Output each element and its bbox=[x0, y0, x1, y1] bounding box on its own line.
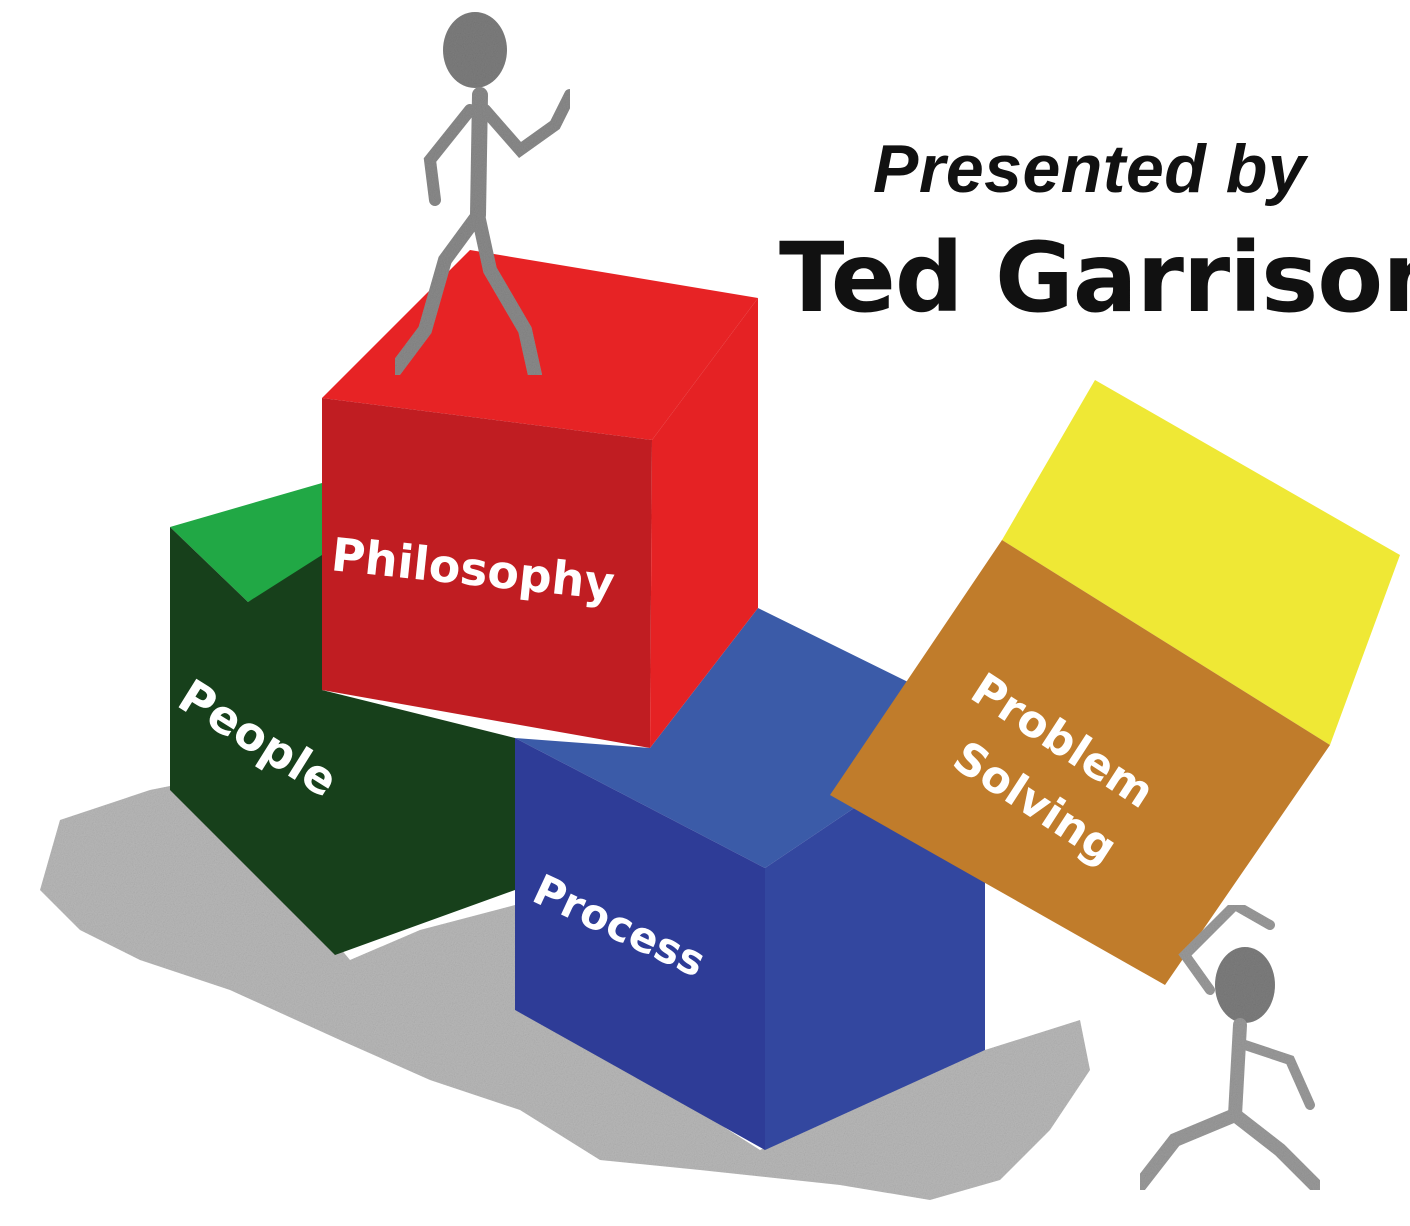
lifting-figure-arm bbox=[1178, 898, 1275, 995]
stick-figure-standing bbox=[388, 12, 576, 382]
stick-figure-lifting bbox=[1133, 898, 1327, 1197]
presented-by-text: Presented by bbox=[873, 131, 1307, 207]
lifting-figure-leg-left bbox=[1133, 1108, 1242, 1192]
standing-figure-head bbox=[443, 12, 507, 88]
people-block-front bbox=[170, 527, 515, 955]
standing-figure-leg-left bbox=[388, 208, 485, 377]
problem-solving-block-top bbox=[1002, 380, 1400, 745]
process-block-front bbox=[515, 738, 765, 1150]
people-block-top bbox=[170, 483, 322, 602]
lifting-figure-arm-right bbox=[1240, 1040, 1315, 1110]
problem-solving-block-front bbox=[830, 540, 1330, 985]
ground-shadow bbox=[40, 780, 1090, 1200]
lifting-figure-head bbox=[1215, 947, 1275, 1023]
standing-figure-leg-right bbox=[471, 208, 542, 382]
process-block-top bbox=[515, 608, 985, 868]
lifting-figure-body bbox=[1228, 1018, 1247, 1122]
standing-figure-arm-left bbox=[423, 104, 476, 206]
problem-solving-block: Problem Solving bbox=[830, 380, 1400, 985]
philosophy-block-front bbox=[322, 398, 652, 748]
presenter-name: Ted Garrison bbox=[779, 222, 1410, 334]
philosophy-block: Philosophy bbox=[322, 250, 758, 748]
standing-figure-arm-right bbox=[479, 89, 576, 159]
standing-figure-body bbox=[470, 87, 488, 223]
philosophy-block-side bbox=[650, 298, 758, 748]
lifting-figure-leg-right bbox=[1228, 1108, 1327, 1197]
people-block: People bbox=[169, 483, 515, 955]
